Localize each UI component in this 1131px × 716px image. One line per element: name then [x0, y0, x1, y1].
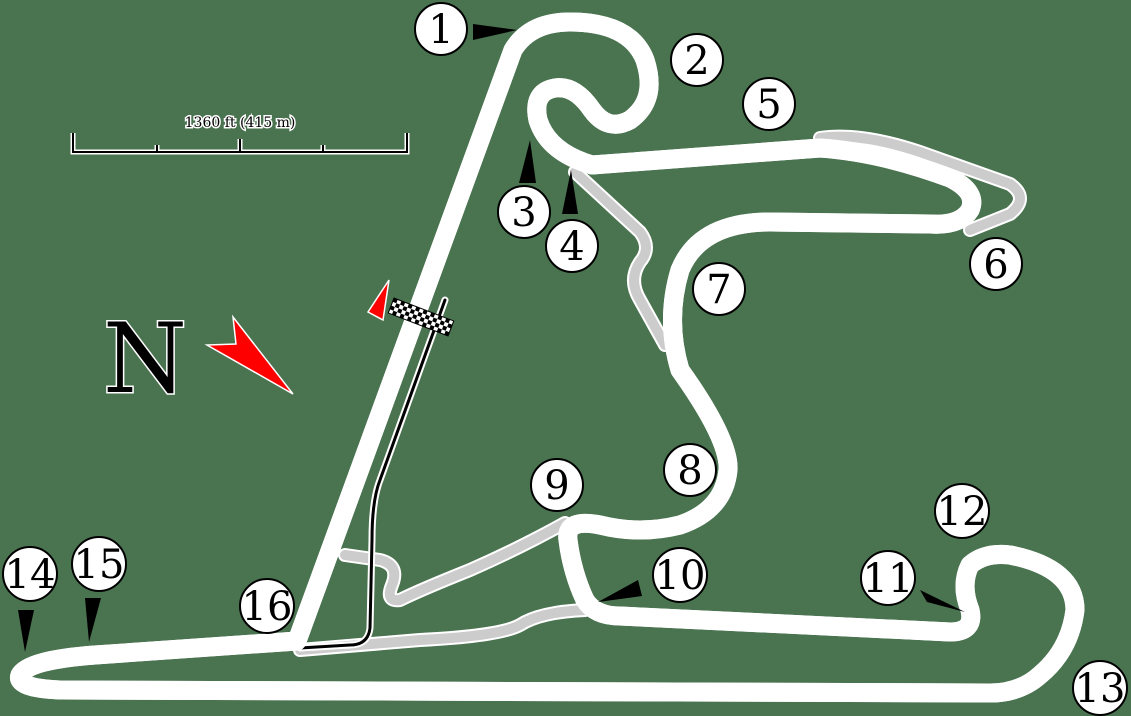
svg-text:15: 15	[74, 542, 125, 588]
corner-badge-9: 9	[530, 458, 584, 512]
corner-badge-11: 11	[860, 550, 916, 606]
svg-text:2: 2	[684, 38, 709, 84]
svg-text:4: 4	[559, 224, 584, 270]
svg-text:1: 1	[428, 7, 453, 53]
corner-badge-7: 7	[692, 262, 746, 316]
svg-text:8: 8	[677, 448, 702, 494]
race-direction-arrow-icon	[366, 279, 390, 322]
svg-text:13: 13	[1075, 666, 1126, 712]
corner-pointers	[18, 24, 965, 652]
main-circuit	[20, 12, 1085, 703]
corner-badge-6: 6	[969, 237, 1023, 291]
corner-badge-15: 15	[71, 536, 127, 592]
corner-badge-12: 12	[934, 483, 990, 539]
start-finish-line	[387, 297, 455, 337]
corner-badge-1: 1	[414, 2, 468, 56]
corner-badge-8: 8	[663, 443, 717, 497]
corner-badge-4: 4	[545, 219, 599, 273]
scale-bar-label: 1360 ft (415 m)	[185, 115, 296, 131]
corner-badge-3: 3	[497, 185, 551, 239]
svg-text:16: 16	[242, 584, 293, 630]
svg-text:7: 7	[706, 267, 731, 313]
north-letter: N	[103, 303, 187, 415]
pointer-icon-t14	[18, 610, 34, 652]
svg-text:14: 14	[5, 552, 56, 598]
north-arrow-icon	[204, 314, 294, 395]
pointer-icon-t3	[519, 140, 536, 183]
scale-bar: 1360 ft (415 m)	[70, 114, 410, 155]
svg-text:6: 6	[983, 242, 1008, 288]
pointer-icon-t15	[85, 598, 101, 642]
corner-badge-10: 10	[652, 547, 708, 603]
corner-badge-16: 16	[239, 578, 295, 634]
pointer-icon-t10	[598, 580, 642, 602]
svg-text:11: 11	[863, 556, 914, 602]
svg-text:10: 10	[655, 553, 706, 599]
corner-badge-5: 5	[742, 77, 796, 131]
svg-text:3: 3	[511, 190, 536, 236]
pit-lane	[296, 296, 449, 652]
corner-badge-13: 13	[1072, 660, 1128, 716]
corner-badge-14: 14	[2, 546, 58, 602]
pointer-icon-t4	[562, 170, 578, 214]
pointer-icon-t11	[920, 590, 965, 612]
svg-text:5: 5	[756, 82, 781, 128]
svg-text:12: 12	[937, 489, 988, 535]
pointer-icon-t1	[473, 24, 517, 40]
alternate-track-layout	[293, 129, 1027, 657]
corner-badge-2: 2	[670, 33, 724, 87]
north-indicator: N	[102, 302, 294, 417]
svg-text:9: 9	[544, 463, 569, 509]
